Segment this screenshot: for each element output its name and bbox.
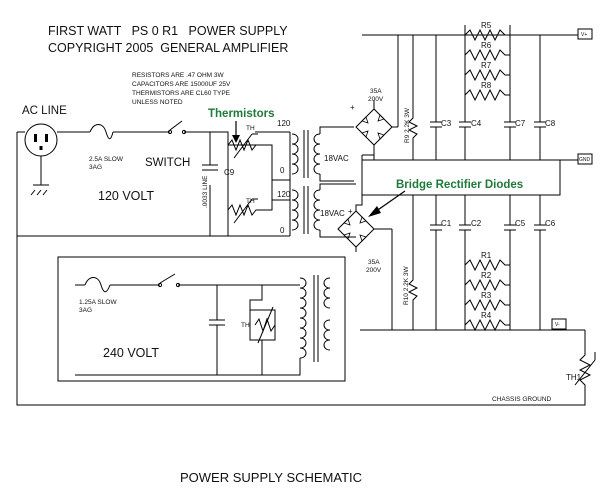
res-r8: R8 [481,81,492,90]
cap-c8: C8 [545,119,556,128]
output-rails [360,34,578,331]
cap-c5: C5 [515,219,526,228]
res-r6: R6 [481,41,492,50]
resistor-r10 [407,195,419,330]
thermistor-lower-label: TH [246,198,255,205]
volt-120-label: 120 VOLT [98,189,154,203]
vac-upper-label: 18VAC [324,154,349,163]
res-r4: R4 [481,311,492,320]
th1-label: TH1 [566,373,582,382]
bridge-lower-volt: 200V [366,267,382,274]
bridge-lower-plus: + [348,207,353,216]
cap-c6: C6 [545,219,556,228]
c9-value: .0033 LINE [202,175,209,208]
fuse-240-type: 3AG [79,307,92,314]
thermistor-th1 [574,330,596,395]
component-notes: RESISTORS ARE .47 OHM 3W CAPACITORS ARE … [132,72,231,106]
res-r3: R3 [481,291,492,300]
res-r7: R7 [481,61,492,70]
res-r5: R5 [481,21,492,30]
resistor-r9 [407,35,419,160]
cap-c2: C2 [471,219,482,228]
cap-c1: C1 [441,219,452,228]
cap-c7: C7 [515,119,526,128]
note-thermistors: THERMISTORS ARE CL60 TYPE [132,90,231,97]
chassis-ground-label: CHASSIS GROUND [492,396,552,403]
r10-label: R10 2.2K 3W [403,265,410,305]
cap-c3: C3 [441,119,452,128]
r9-label: R9 2.2K 3W [404,107,411,143]
vac-lower-label: 18VAC [320,209,345,218]
bridge-upper-amp: 35A [370,88,382,95]
capacitors-lower [430,195,546,330]
fuse-120-symbol [89,124,114,140]
switch-label: SWITCH [145,157,190,169]
volt-240-label: 240 VOLT [103,346,159,360]
annotation-bridge-arrowhead [368,206,381,217]
c9-label: C9 [224,168,235,177]
bridge-rectifier-upper [355,100,398,160]
terminal-v-plus-label: V+ [581,32,587,38]
tap-120-upper: 120 [277,119,291,128]
terminal-v-minus [551,318,567,330]
annotation-bridge: Bridge Rectifier Diodes [396,179,523,191]
cap-c4: C4 [471,119,482,128]
terminal-gnd [577,153,593,165]
ac-line-label: AC LINE [22,105,67,117]
annotation-thermistors-arrowhead [232,135,240,143]
bridge-rectifier-lower [337,195,392,252]
capacitor-c9 [202,164,218,171]
tap-120-lower: 120 [277,190,291,199]
annotation-thermistors: Thermistors [208,108,274,120]
transformer-lower [291,183,356,238]
thermistor-lower [227,198,273,224]
thermistor-240-label: TH [241,322,250,329]
title-line-1: FIRST WATT PS 0 R1 POWER SUPPLY [48,24,288,38]
fuse-120-type: 3AG [89,164,102,171]
bridge-upper-volt: 200V [368,96,384,103]
ac-line-inlet [24,123,58,196]
title-line-2: COPYRIGHT 2005 GENERAL AMPLIFIER [48,41,288,55]
transformer-upper [291,126,354,182]
terminal-v-minus-label: V- [555,322,560,328]
thermistor-upper [227,133,272,159]
primary-240v-box [57,256,346,382]
fuse-240-rating: 1.25A SLOW [79,299,117,306]
switch-symbol [167,120,187,135]
note-capacitors: CAPACITORS ARE 15000UF 25V [132,81,231,88]
res-r2: R2 [481,271,492,280]
resistors-upper [464,25,511,102]
tap-0-lower: 0 [280,226,285,235]
res-r1: R1 [481,251,492,260]
schematic-caption: POWER SUPPLY SCHEMATIC [180,470,362,485]
terminal-v-plus [577,28,593,40]
terminal-gnd-label: GND [579,157,591,163]
bridge-upper-plus: + [350,103,355,112]
thermistor-upper-label: TH [246,125,255,132]
primary-120v: AC LINE 2.5A SLOW 3AG SWITCH 120 VOLT C9… [16,105,586,406]
note-unless: UNLESS NOTED [132,99,183,106]
fuse-120-rating: 2.5A SLOW [89,156,124,163]
bridge-lower-amp: 35A [368,259,380,266]
note-resistors: RESISTORS ARE .47 OHM 3W [132,72,224,79]
tap-0-upper: 0 [280,166,285,175]
resistors-lower [464,258,511,332]
